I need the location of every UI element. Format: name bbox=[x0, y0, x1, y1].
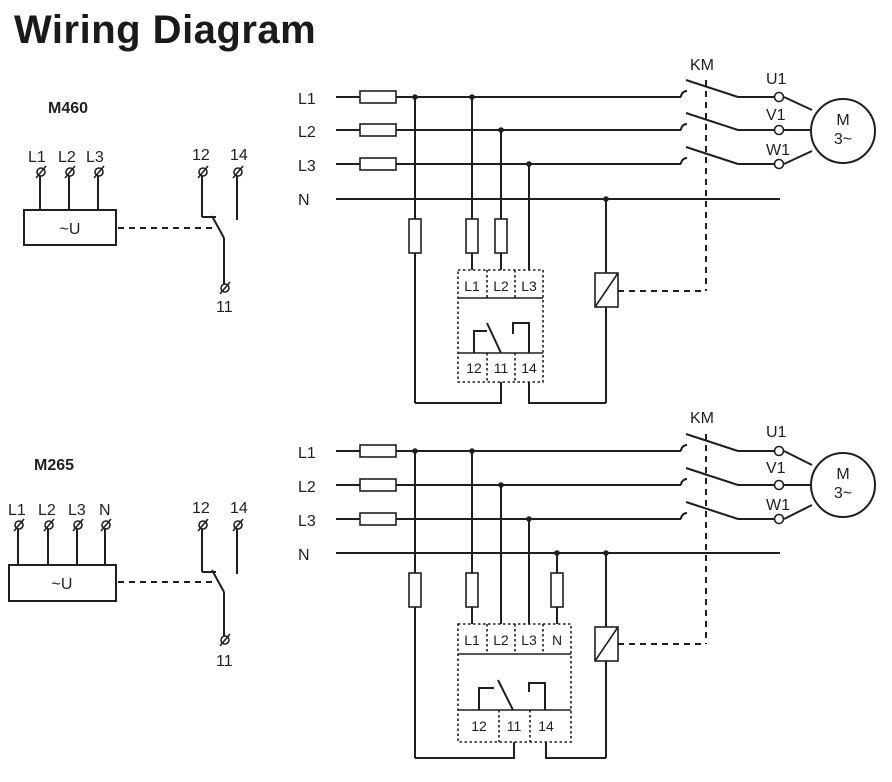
m460-relay-11-label: 11 bbox=[216, 299, 233, 316]
m460-module-input-l3: L3 bbox=[521, 278, 537, 294]
m265-relay-12-label: 12 bbox=[192, 500, 210, 517]
m460-fuse-l3 bbox=[359, 157, 397, 171]
m460-module bbox=[457, 269, 544, 383]
m460-module-input-l1: L1 bbox=[464, 278, 480, 294]
m460-module-input-l2: L2 bbox=[493, 278, 509, 294]
m460-supply-box bbox=[23, 209, 117, 246]
m460-motor-u1-label: U1 bbox=[766, 71, 787, 88]
m265-line-l3-label: L3 bbox=[298, 513, 316, 530]
m460-motor-v1-label: V1 bbox=[766, 107, 786, 124]
m265-motor-w1-label: W1 bbox=[766, 497, 790, 514]
m460-motor bbox=[810, 98, 876, 164]
m265-model-label: M265 bbox=[34, 457, 74, 474]
m265-module-input-l1: L1 bbox=[464, 632, 480, 648]
m265-module-input-l2: L2 bbox=[493, 632, 509, 648]
m265-module-output-14: 14 bbox=[538, 718, 554, 734]
m460-input-l3-label: L3 bbox=[86, 149, 104, 166]
m460-line-l3-label: L3 bbox=[298, 158, 316, 175]
m265-module-output-11: 11 bbox=[507, 718, 522, 734]
m460-line-l2-label: L2 bbox=[298, 124, 316, 141]
m460-relay-12-label: 12 bbox=[192, 147, 210, 164]
m265-motor-phase: 3~ bbox=[834, 485, 852, 502]
m460-input-terminals bbox=[35, 165, 105, 210]
m265-fuse-l2 bbox=[359, 478, 397, 492]
m265-input-n-label: N bbox=[99, 502, 111, 519]
m265-module-input-l3: L3 bbox=[521, 632, 537, 648]
m265-contactor bbox=[618, 433, 774, 645]
m460-circuit: L1 L2 L3 N KM U1 V1 W1 bbox=[298, 57, 876, 404]
m265-motor bbox=[810, 452, 876, 518]
m265-supply-box bbox=[8, 564, 117, 602]
m265-contactor-label: KM bbox=[690, 410, 714, 427]
m460-fuse-l2 bbox=[359, 123, 397, 137]
m265-module-output-12: 12 bbox=[471, 718, 487, 734]
m460-supply-label: ~U bbox=[60, 221, 81, 238]
page-title: Wiring Diagram bbox=[14, 8, 317, 52]
m460-line-l1-label: L1 bbox=[298, 91, 316, 108]
m460-motor-phase: 3~ bbox=[834, 131, 852, 148]
m265-symbol: M265 L1 L2 L3 N ~U 12 14 bbox=[8, 457, 248, 670]
m265-motor-name: M bbox=[836, 466, 849, 483]
m460-contactor-label: KM bbox=[690, 57, 714, 74]
m265-input-l1-label: L1 bbox=[8, 502, 26, 519]
m265-relay-11-label: 11 bbox=[216, 653, 233, 670]
m460-line-n-label: N bbox=[298, 192, 310, 209]
m265-input-terminals bbox=[13, 518, 112, 565]
m460-module-output-12: 12 bbox=[466, 360, 482, 376]
m265-line-l2-label: L2 bbox=[298, 479, 316, 496]
m265-fuse-l1 bbox=[359, 444, 397, 458]
m265-relay-14-label: 14 bbox=[230, 500, 248, 517]
m265-input-l3-label: L3 bbox=[68, 502, 86, 519]
m265-fuse-l3 bbox=[359, 512, 397, 526]
m265-motor-v1-label: V1 bbox=[766, 460, 786, 477]
m265-circuit: L1 L2 L3 N KM U1 V1 W1 bbox=[298, 410, 876, 759]
m460-fuse-l1 bbox=[359, 90, 397, 104]
m460-input-l1-label: L1 bbox=[28, 149, 46, 166]
m460-input-l2-label: L2 bbox=[58, 149, 76, 166]
m460-contactor bbox=[618, 79, 774, 292]
m460-symbol: M460 L1 L2 L3 ~U 12 14 11 bbox=[23, 100, 248, 316]
m460-relay-contact bbox=[197, 165, 244, 295]
m460-module-output-11: 11 bbox=[494, 360, 509, 376]
m265-input-l2-label: L2 bbox=[38, 502, 56, 519]
m460-model-label: M460 bbox=[48, 100, 88, 117]
m460-module-output-14: 14 bbox=[521, 360, 537, 376]
m265-line-l1-label: L1 bbox=[298, 445, 316, 462]
m265-line-n-label: N bbox=[298, 547, 310, 564]
m265-supply-label: ~U bbox=[52, 576, 73, 593]
m265-motor-u1-label: U1 bbox=[766, 424, 787, 441]
m460-motor-w1-label: W1 bbox=[766, 142, 790, 159]
m265-module-input-n: N bbox=[552, 632, 562, 648]
m265-relay-contact bbox=[197, 518, 244, 647]
m460-relay-14-label: 14 bbox=[230, 147, 248, 164]
m460-motor-name: M bbox=[836, 112, 849, 129]
